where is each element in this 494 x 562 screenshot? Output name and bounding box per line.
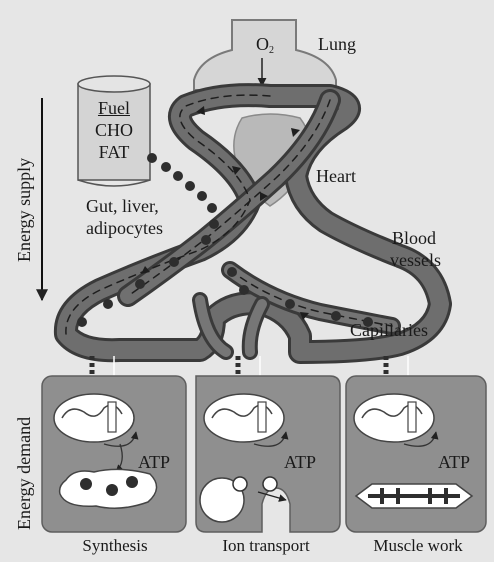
ion-pump-icon (263, 477, 277, 491)
heart-label: Heart (316, 166, 356, 187)
cho-label: CHO (86, 120, 142, 141)
mitochondrion-icon (54, 394, 134, 442)
caption-muscle-work: Muscle work (350, 536, 486, 556)
gut-label-line2: adipocytes (86, 218, 163, 239)
energy-demand-label: Energy demand (14, 417, 35, 530)
atp-label-muscle-work: ATP (438, 452, 470, 473)
caption-ion-transport: Ion transport (196, 536, 336, 556)
fuel-label: Fuel (86, 98, 142, 119)
mitochondrion-icon (204, 394, 284, 442)
blood-vessels-label-line2: vessels (390, 250, 441, 271)
energy-supply-label: Energy supply (14, 158, 35, 262)
fat-label: FAT (86, 142, 142, 163)
lung-label: Lung (318, 34, 356, 55)
atp-label-ion-transport: ATP (284, 452, 316, 473)
capillaries-label: Capillaries (350, 320, 428, 341)
oxygen-label: O2 (256, 34, 274, 55)
atp-label-synthesis: ATP (138, 452, 170, 473)
ion-pump-icon (233, 477, 247, 491)
blood-vessels-label-line1: Blood (392, 228, 436, 249)
mitochondrion-icon (354, 394, 434, 442)
caption-synthesis: Synthesis (50, 536, 180, 556)
gut-label-line1: Gut, liver, (86, 196, 159, 217)
